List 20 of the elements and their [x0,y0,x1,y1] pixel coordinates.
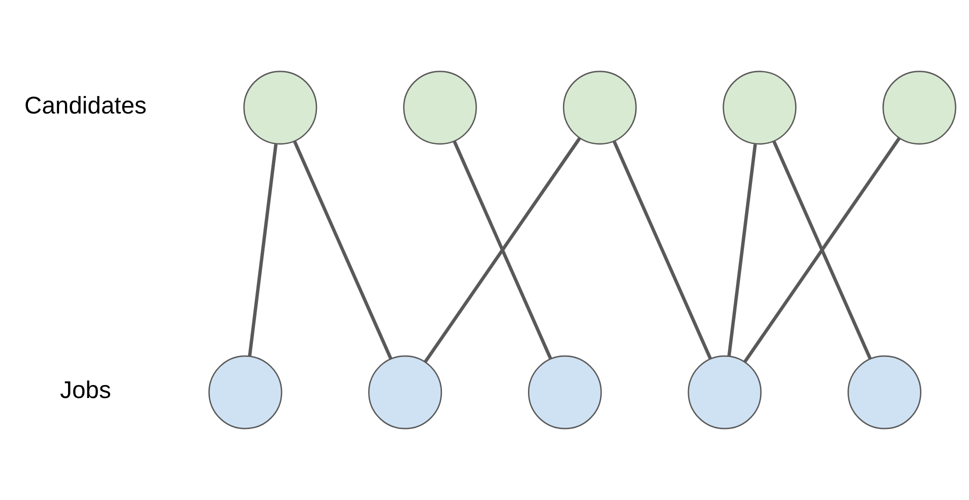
connector [742,137,900,363]
node-circle [527,355,602,430]
connector [612,140,712,360]
node-circle [562,70,636,145]
connector [292,140,392,360]
node-circle [882,70,956,145]
node-circle [722,70,796,145]
label: Jobs [60,377,111,404]
node-circle [242,70,317,145]
node-circle [402,70,476,145]
label: Candidates [24,92,146,120]
node-circle [208,355,282,430]
node-circle [368,355,442,430]
connector [452,140,552,360]
connector [423,137,581,363]
node-circle [847,355,921,430]
node-circle [687,355,762,430]
connector [772,140,872,360]
connector [247,144,278,356]
connector [726,144,756,356]
